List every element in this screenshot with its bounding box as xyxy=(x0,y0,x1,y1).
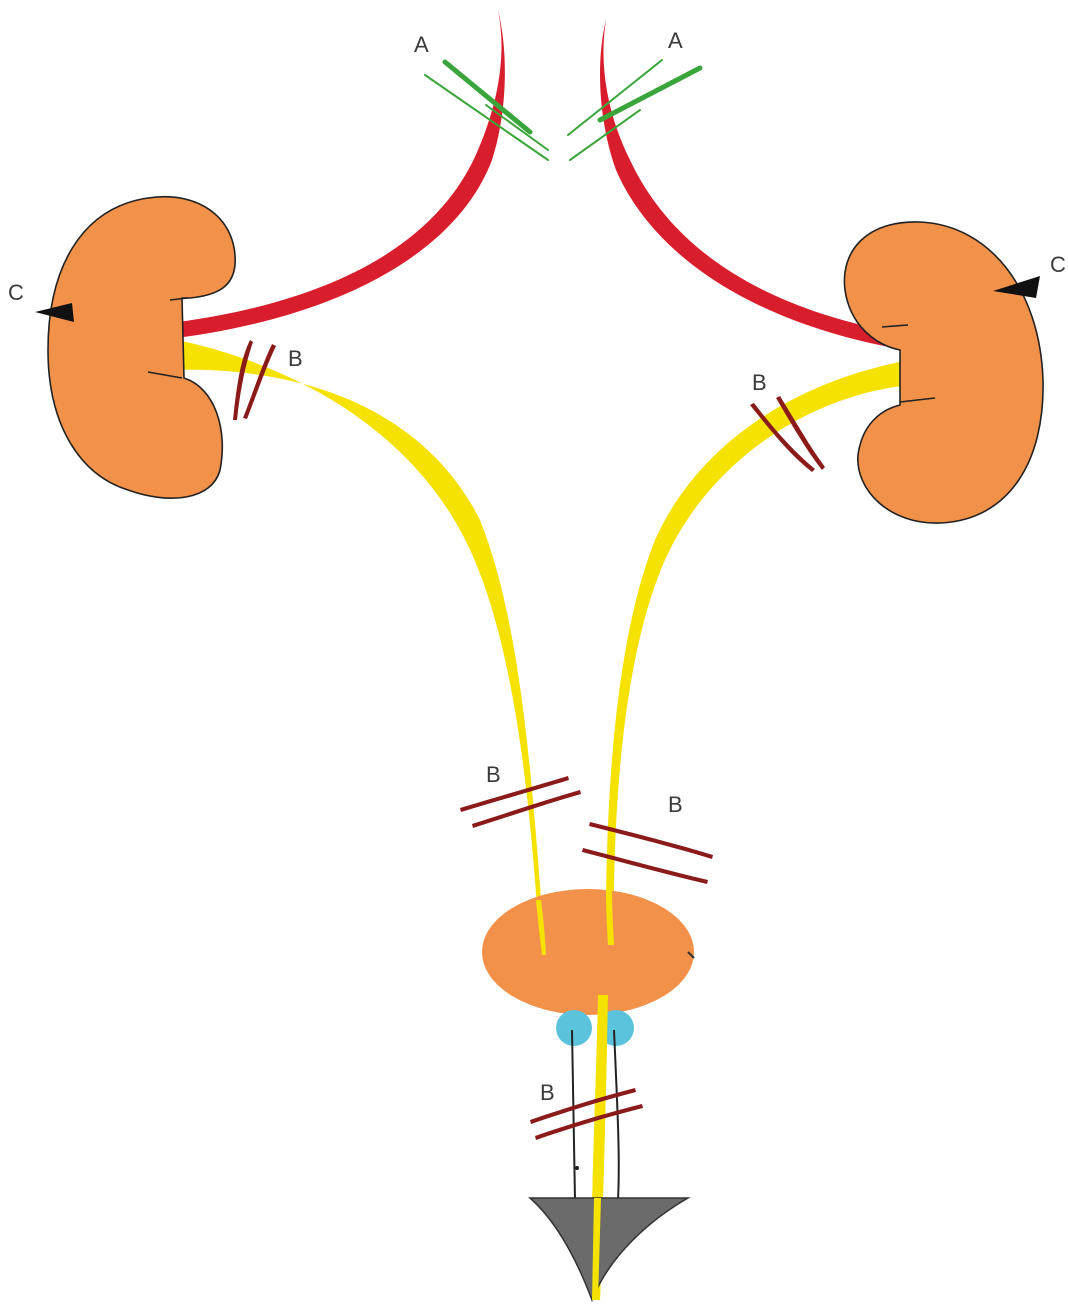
label-b-left-lower: B xyxy=(486,762,501,787)
ligature-left-lower xyxy=(460,776,581,828)
prostate-left-lobe xyxy=(556,1010,592,1046)
suture-lines-right xyxy=(568,60,700,160)
label-b-right-upper: B xyxy=(752,370,767,395)
label-b-left-upper: B xyxy=(288,346,303,371)
penis-glans xyxy=(530,1198,688,1300)
left-ureter xyxy=(168,338,545,955)
label-c-left: C xyxy=(8,280,24,305)
label-c-right: C xyxy=(1050,252,1066,277)
left-shaft-line xyxy=(572,1030,575,1200)
label-a-right: A xyxy=(668,28,683,53)
bladder xyxy=(482,889,694,1015)
left-artery xyxy=(176,10,505,338)
ligature-left-upper xyxy=(233,340,276,420)
ligature-right-lower xyxy=(582,822,713,884)
label-b-right-lower: B xyxy=(668,792,683,817)
label-a-left: A xyxy=(414,32,429,57)
label-b-urethra: B xyxy=(540,1080,555,1105)
